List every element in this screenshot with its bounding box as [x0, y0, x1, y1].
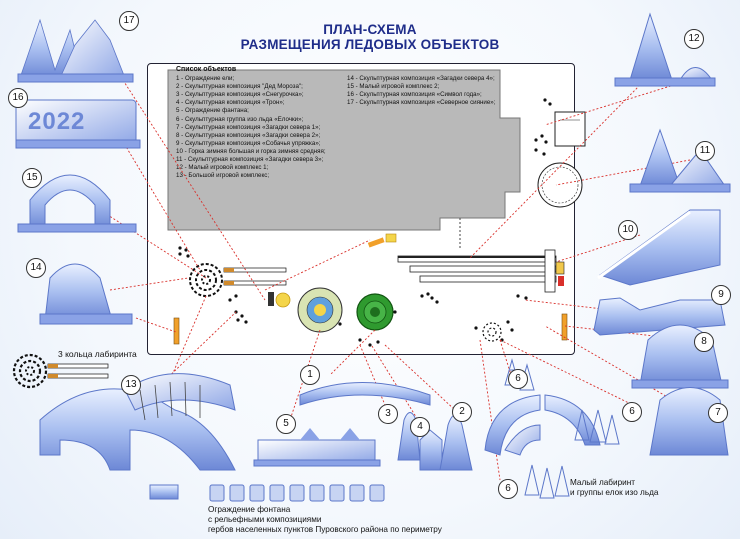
list-item: 11 - Скульптурная композиция «Загадки се… — [176, 156, 324, 164]
number-17: 17 — [119, 11, 139, 31]
sculpture-14-north-riddles-4 — [39, 263, 133, 325]
objects-list: Список объектов 1 - Ограждение ели;2 - С… — [176, 66, 346, 180]
list-item: 15 - Малый игровой комплекс 2; — [347, 83, 440, 91]
number-14: 14 — [26, 258, 46, 278]
number-13: 13 — [121, 375, 141, 395]
number-10: 10 — [618, 220, 638, 240]
sculpture-7-north-riddles-1 — [649, 387, 729, 456]
small-labyrinth-label-1: Малый лабиринт — [570, 478, 635, 487]
objects-list-col1: 1 - Ограждение ели;2 - Скульптурная комп… — [176, 75, 346, 180]
title-line-1: ПЛАН-СХЕМА — [323, 22, 417, 37]
number-7: 7 — [708, 403, 728, 423]
list-item: 4 - Скульптурная композиция «Трон»; — [176, 99, 285, 107]
year-sculpture-text: 2022 — [28, 108, 86, 135]
objects-list-header: Список объектов — [176, 66, 237, 73]
number-6-right: 6 — [622, 402, 642, 422]
number-4: 4 — [410, 417, 430, 437]
list-item: 17 - Скульптурная композиция «Северное с… — [347, 99, 496, 107]
sculpture-13-big-play-complex — [39, 373, 236, 500]
list-item: 6 - Скульптурная группа изо льда «Елочки… — [176, 115, 304, 123]
number-1: 1 — [300, 365, 320, 385]
slide-marker-2 — [385, 233, 397, 243]
sculpture-15-arch — [17, 174, 137, 233]
number-12: 12 — [684, 29, 704, 49]
small-labyrinth-on-plan — [482, 322, 502, 342]
sculpture-4-throne — [419, 429, 443, 471]
fountain-on-plan — [297, 287, 343, 333]
list-item: 3 - Скульптурная композиция «Снегурочка»… — [176, 91, 304, 99]
sculpture-small-labyrinth — [484, 394, 601, 456]
number-3: 3 — [378, 404, 398, 424]
labyrinth-rings-label: 3 кольца лабиринта — [58, 349, 137, 359]
sculpture-8-north-riddles-2 — [631, 324, 729, 389]
list-item: 7 - Скульптурная композиция «Загадки сев… — [176, 123, 321, 131]
leader-lines — [99, 59, 691, 481]
list-item: 8 - Скульптурная композиция «Загадки сев… — [176, 131, 321, 139]
sculpture-17-northern-lights — [17, 18, 134, 83]
number-11: 11 — [695, 141, 715, 161]
sculpture-11-north-riddles-3 — [629, 128, 731, 193]
ramp-right — [561, 313, 568, 341]
number-2: 2 — [452, 402, 472, 422]
sculpture-9-dog-sled — [593, 297, 726, 336]
sculpture-1-tree-fence — [299, 382, 431, 406]
labyrinth-rings-icon — [12, 353, 109, 389]
slides-on-plan — [397, 249, 565, 293]
number-8: 8 — [694, 332, 714, 352]
round-pavilion-on-plan — [537, 111, 586, 208]
number-5: 5 — [276, 414, 296, 434]
slide-marker — [367, 237, 385, 248]
number-9: 9 — [711, 285, 731, 305]
yellow-marker — [275, 292, 291, 308]
list-item: 5 - Ограждение фантана; — [176, 107, 249, 115]
labyrinth-on-plan — [189, 263, 287, 297]
sculpture-dots — [178, 98, 552, 347]
ramp-left — [173, 317, 180, 345]
list-item: 14 - Скульптурная композиция «Загадки се… — [347, 75, 495, 82]
sculpture-12-small-play-complex — [614, 12, 716, 87]
sculpture-16-year-symbol — [15, 99, 141, 149]
small-labyrinth-label-2: и группы елок изо льда — [570, 488, 659, 497]
number-15: 15 — [22, 168, 42, 188]
list-item: 9 - Скульптурная композиция «Собачья упр… — [176, 139, 321, 147]
christmas-tree-ring — [356, 293, 394, 331]
title-line-2: РАЗМЕЩЕНИЯ ЛЕДОВЫХ ОБЪЕКТОВ — [240, 37, 500, 52]
list-item: 16 - Скульптурная композиция «Символ год… — [347, 91, 482, 99]
sculpture-marker — [268, 292, 274, 306]
coat-of-arms-row — [209, 484, 385, 502]
fountain-caption-3: гербов населенных пунктов Пуровского рай… — [208, 525, 442, 534]
page-title: ПЛАН-СХЕМА РАЗМЕЩЕНИЯ ЛЕДОВЫХ ОБЪЕКТОВ — [200, 22, 540, 52]
sculpture-5-fountain-fence — [253, 428, 381, 467]
list-item: 10 - Горка зимняя большая и горка зимняя… — [176, 147, 326, 155]
list-item: 13 - Большой игровой комплекс; — [176, 172, 270, 180]
objects-list-col2: 14 - Скульптурная композиция «Загадки се… — [347, 75, 517, 107]
number-6-top: 6 — [508, 369, 528, 389]
list-item: 2 - Скульптурная композиция "Дед Мороза"… — [176, 83, 303, 91]
list-item: 1 - Ограждение ели; — [176, 75, 235, 83]
sculpture-2-ded-moroz — [439, 414, 473, 471]
number-6-bottom: 6 — [498, 479, 518, 499]
fountain-caption-1: Ограждение фонтана — [208, 505, 291, 514]
list-item: 12 - Малый игровой комплекс 1; — [176, 164, 269, 172]
sculpture-6-ice-trees — [504, 358, 620, 499]
sculpture-10-winter-slides — [597, 209, 721, 286]
fountain-caption-2: с рельефными композициями — [208, 515, 322, 524]
number-16: 16 — [8, 88, 28, 108]
